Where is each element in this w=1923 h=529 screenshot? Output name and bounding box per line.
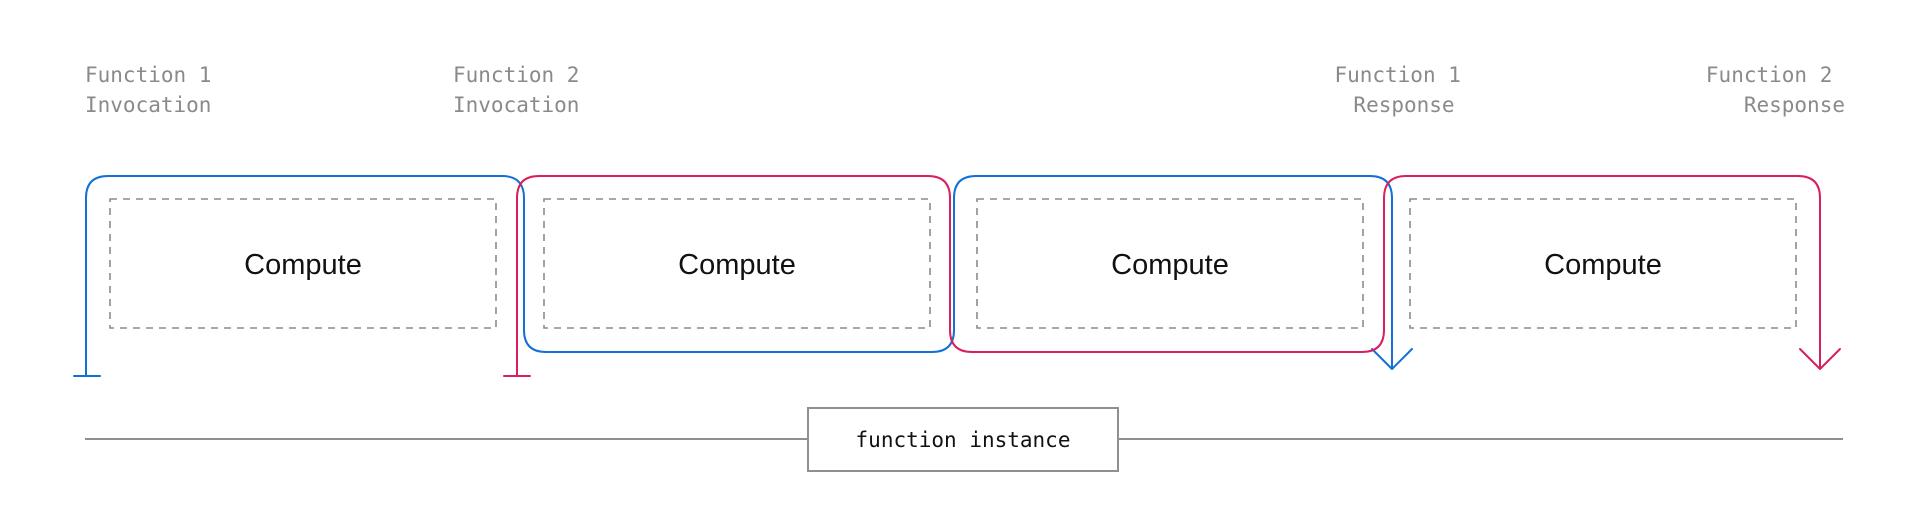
function-2-invocation-line2: Invocation (453, 93, 579, 117)
function-2-response-arrow (1799, 348, 1841, 370)
compute-label: Compute (1544, 249, 1662, 281)
compute-box (1409, 198, 1797, 329)
function-2-response-label: Function 2 Response (1706, 63, 1845, 117)
function-instance-box (807, 407, 1119, 472)
compute-block: Compute (976, 198, 1364, 329)
compute-box (109, 198, 497, 329)
compute-label: Compute (1111, 249, 1229, 281)
function-2-response-line2: Response (1744, 93, 1845, 117)
compute-label: Compute (244, 249, 362, 281)
function-1-invocation-line1: Function 1 (85, 63, 211, 87)
compute-label: Compute (678, 249, 796, 281)
function-2-response-line1: Function 2 (1706, 63, 1832, 87)
function-2-flow-path (516, 175, 1821, 377)
function-1-response-arrow (1371, 348, 1413, 370)
function-1-response-line1: Function 1 (1334, 63, 1460, 87)
function-1-flow (73, 175, 1413, 377)
function-2-invocation-label: Function 2 Invocation (453, 63, 592, 117)
compute-block: Compute (109, 198, 497, 329)
function-1-flow-path (85, 175, 1393, 377)
function-1-invocation-line2: Invocation (85, 93, 211, 117)
function-1-invocation-label: Function 1 Invocation (85, 63, 224, 117)
compute-box (543, 198, 931, 329)
compute-box (976, 198, 1364, 329)
compute-block: Compute (1409, 198, 1797, 329)
function-instance-timeline: function instance (85, 407, 1843, 472)
compute-block: Compute (543, 198, 931, 329)
function-2-flow (503, 175, 1841, 377)
function-1-response-label: Function 1 Response (1334, 63, 1473, 117)
function-2-invocation-line1: Function 2 (453, 63, 579, 87)
function-instance-label: function instance (856, 428, 1071, 452)
function-1-response-line2: Response (1353, 93, 1454, 117)
